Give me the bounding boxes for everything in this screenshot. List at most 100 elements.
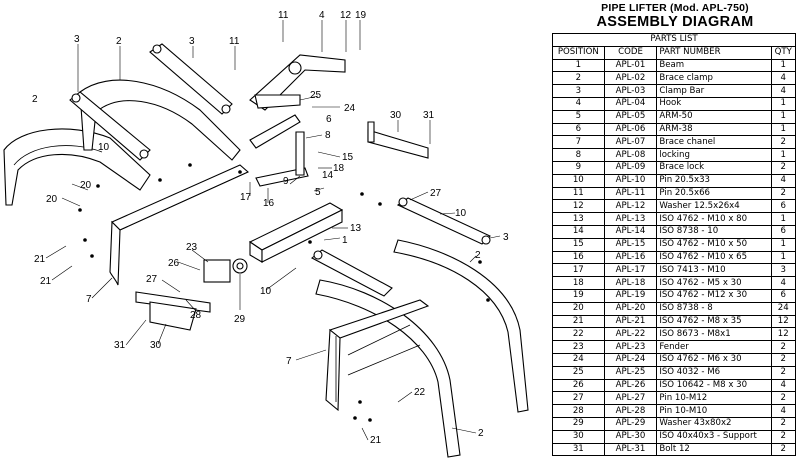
cell-code: APL-28 bbox=[603, 404, 658, 418]
callout-4: 4 bbox=[319, 10, 325, 21]
cell-part-number: ISO 4762 - M10 x 80 bbox=[656, 212, 772, 226]
cell-code: APL-06 bbox=[603, 122, 658, 137]
cell-code: APL-14 bbox=[603, 224, 658, 239]
col-header-qty: QTY bbox=[770, 45, 797, 60]
fasteners bbox=[78, 163, 490, 422]
cell-code: APL-07 bbox=[603, 135, 658, 150]
cell-qty: 6 bbox=[770, 224, 797, 239]
cell-position: 12 bbox=[552, 199, 605, 214]
cell-qty: 2 bbox=[770, 186, 797, 201]
callout-5: 5 bbox=[315, 187, 321, 198]
callout-9: 9 bbox=[283, 176, 289, 187]
hook bbox=[249, 54, 346, 111]
cell-part-number: ISO 4762 - M10 x 65 bbox=[656, 250, 772, 265]
clamp-bar-left-upper bbox=[149, 43, 233, 115]
cell-code: APL-16 bbox=[603, 250, 658, 265]
cell-code: APL-23 bbox=[603, 340, 658, 354]
cell-position: 8 bbox=[552, 148, 605, 162]
cell-position: 11 bbox=[552, 186, 605, 201]
cell-part-number: ISO 4762 - M10 x 50 bbox=[656, 237, 772, 252]
cell-part-number: Fender bbox=[656, 340, 772, 354]
cell-part-number: Pin 10-M10 bbox=[656, 404, 772, 418]
fender bbox=[203, 259, 231, 283]
cell-position: 4 bbox=[552, 96, 605, 111]
cell-code: APL-02 bbox=[603, 71, 658, 86]
callout-10: 10 bbox=[260, 286, 272, 297]
cell-qty: 4 bbox=[770, 378, 797, 393]
parts-list-header-row: POSITION CODE PART NUMBER QTY bbox=[552, 45, 797, 60]
cell-part-number: ISO 4032 - M6 bbox=[656, 365, 772, 380]
cell-position: 31 bbox=[552, 442, 605, 457]
cell-qty: 4 bbox=[770, 84, 797, 98]
cell-code: APL-22 bbox=[603, 327, 658, 342]
cell-qty: 6 bbox=[770, 288, 797, 303]
cell-part-number: ISO 4762 - M5 x 30 bbox=[656, 276, 772, 290]
cell-position: 18 bbox=[552, 276, 605, 290]
callout-6: 6 bbox=[326, 114, 332, 125]
cell-code: APL-05 bbox=[603, 109, 658, 124]
leader-lines bbox=[45, 20, 501, 441]
callout-26: 26 bbox=[168, 258, 180, 269]
cell-part-number: ISO 7413 - M10 bbox=[656, 263, 772, 278]
model-title: PIPE LIFTER (Mod. APL-750) bbox=[601, 2, 749, 14]
cell-position: 20 bbox=[552, 301, 605, 316]
cell-position: 13 bbox=[552, 212, 605, 226]
cell-position: 7 bbox=[552, 135, 605, 150]
cell-code: APL-24 bbox=[603, 352, 658, 367]
callout-20: 20 bbox=[80, 180, 92, 191]
cell-part-number: ISO 8738 - 10 bbox=[656, 224, 772, 239]
cell-part-number: Washer 43x80x2 bbox=[656, 416, 772, 431]
cell-qty: 2 bbox=[770, 442, 797, 457]
cell-position: 17 bbox=[552, 263, 605, 278]
callout-2: 2 bbox=[116, 36, 122, 47]
cell-part-number: ISO 4762 - M12 x 30 bbox=[656, 288, 772, 303]
callout-28: 28 bbox=[190, 310, 202, 321]
callout-7: 7 bbox=[86, 294, 92, 305]
cell-qty: 1 bbox=[770, 250, 797, 265]
cell-qty: 2 bbox=[770, 391, 797, 406]
callout-7: 7 bbox=[286, 356, 292, 367]
cell-code: APL-31 bbox=[603, 442, 658, 457]
cell-qty: 2 bbox=[770, 160, 797, 175]
cell-qty: 1 bbox=[770, 148, 797, 162]
callout-12: 12 bbox=[340, 10, 352, 21]
callout-27: 27 bbox=[430, 188, 442, 199]
callout-15: 15 bbox=[342, 152, 354, 163]
cell-part-number: ARM-38 bbox=[656, 122, 772, 137]
callout-3: 3 bbox=[503, 232, 509, 243]
cell-code: APL-30 bbox=[603, 429, 658, 444]
callout-27: 27 bbox=[146, 274, 158, 285]
cell-qty: 4 bbox=[770, 173, 797, 188]
cell-qty: 2 bbox=[770, 365, 797, 380]
cell-code: APL-09 bbox=[603, 160, 658, 175]
cell-part-number: ISO 8738 - 8 bbox=[656, 301, 772, 316]
cell-part-number: Beam bbox=[656, 58, 772, 73]
callout-31: 31 bbox=[423, 110, 435, 121]
cell-code: APL-25 bbox=[603, 365, 658, 380]
cell-code: APL-10 bbox=[603, 173, 658, 188]
cell-qty: 1 bbox=[770, 58, 797, 73]
cell-position: 10 bbox=[552, 173, 605, 188]
cell-position: 14 bbox=[552, 224, 605, 239]
cell-code: APL-26 bbox=[603, 378, 658, 393]
callout-13: 13 bbox=[350, 223, 362, 234]
cell-qty: 2 bbox=[770, 416, 797, 431]
callout-2: 2 bbox=[32, 94, 38, 105]
washer-29 bbox=[232, 258, 248, 274]
callout-21: 21 bbox=[370, 435, 382, 446]
callout-19: 19 bbox=[355, 10, 367, 21]
cell-position: 29 bbox=[552, 416, 605, 431]
